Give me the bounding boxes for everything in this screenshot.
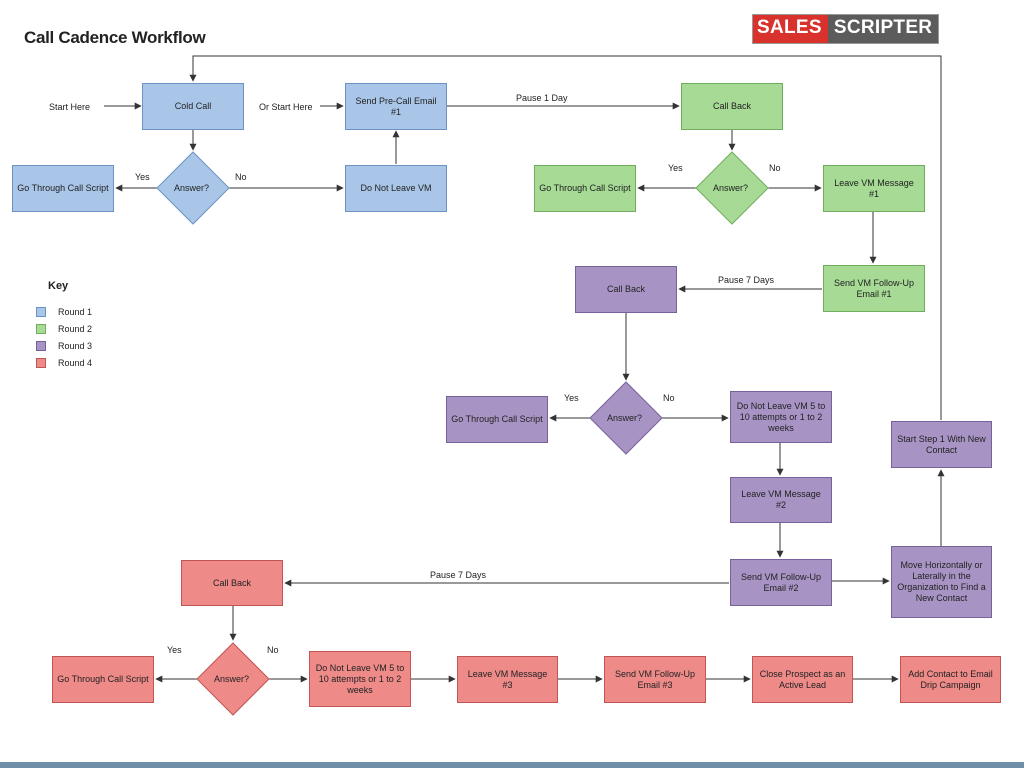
r3-answer-label: Answer? [607,413,643,423]
r3-start-step-1: Start Step 1 With New Contact [891,421,992,468]
r3-send-vm-followup: Send VM Follow-Up Email #2 [730,559,832,606]
key-swatch-round-3 [36,341,46,351]
pause-7-days-r3-label: Pause 7 Days [718,275,775,285]
r2-answer-label: Answer? [713,183,749,193]
r2-leave-vm-message: Leave VM Message #1 [823,165,925,212]
sales-scripter-logo: SALES SCRIPTER [752,14,940,44]
or-start-here-label: Or Start Here [259,102,313,112]
page-title: Call Cadence Workflow [24,28,206,47]
r4-leave-vm-message: Leave VM Message #3 [457,656,558,703]
r3-yes-label: Yes [564,393,579,403]
r3-go-through-call-script: Go Through Call Script [446,396,548,443]
r3-no-label: No [663,393,675,403]
r2-send-vm-followup: Send VM Follow-Up Email #1 [823,265,925,312]
key-label-round-1: Round 1 [58,307,93,317]
r4-do-not-leave-vm: Do Not Leave VM 5 to 10 attempts or 1 to… [309,651,411,707]
r1-yes-label: Yes [135,172,150,182]
pause-1-day-label: Pause 1 Day [516,93,568,103]
r4-call-back: Call Back [181,560,283,606]
pause-7-days-r4-label: Pause 7 Days [430,570,487,580]
key-swatch-round-1 [36,307,46,317]
r4-no-label: No [267,645,279,655]
r1-answer-diamond [156,151,230,225]
logo-part-2: SCRIPTER [827,15,939,43]
r2-answer-diamond [695,151,769,225]
r4-send-vm-followup: Send VM Follow-Up Email #3 [604,656,706,703]
r1-go-through-call-script: Go Through Call Script [12,165,114,212]
key-label-round-4: Round 4 [58,358,93,368]
r1-cold-call: Cold Call [142,83,244,130]
r4-answer-diamond [196,642,270,716]
r1-no-label: No [235,172,247,182]
r4-answer-label: Answer? [214,674,250,684]
key-label-round-2: Round 2 [58,324,93,334]
r3-answer-diamond [589,381,663,455]
r2-yes-label: Yes [668,163,683,173]
r1-send-pre-call-email: Send Pre-Call Email #1 [345,83,447,130]
r3-leave-vm-message: Leave VM Message #2 [730,477,832,523]
bottom-bar [0,762,1024,768]
r2-call-back: Call Back [681,83,783,130]
key-item-round-2: Round 2 [36,324,92,334]
r3-move-horizontally: Move Horizontally or Laterally in the Or… [891,546,992,618]
logo-part-1: SALES [753,15,828,43]
r3-call-back: Call Back [575,266,677,313]
start-here-label: Start Here [49,102,91,112]
key-item-round-4: Round 4 [36,358,92,368]
r4-add-contact-drip: Add Contact to Email Drip Campaign [900,656,1001,703]
r2-go-through-call-script: Go Through Call Script [534,165,636,212]
r1-answer-label: Answer? [174,183,210,193]
r4-close-prospect: Close Prospect as an Active Lead [752,656,853,703]
r4-yes-label: Yes [167,645,182,655]
key-swatch-round-4 [36,358,46,368]
r2-no-label: No [769,163,781,173]
r4-go-through-call-script: Go Through Call Script [52,656,154,703]
key-item-round-3: Round 3 [36,341,92,351]
key-title: Key [48,280,69,292]
key-item-round-1: Round 1 [36,307,92,317]
arrow-loop-back-to-cold-call [189,55,942,420]
r3-do-not-leave-vm: Do Not Leave VM 5 to 10 attempts or 1 to… [730,391,832,443]
key-swatch-round-2 [36,324,46,334]
key-label-round-3: Round 3 [58,341,93,351]
r1-do-not-leave-vm: Do Not Leave VM [345,165,447,212]
